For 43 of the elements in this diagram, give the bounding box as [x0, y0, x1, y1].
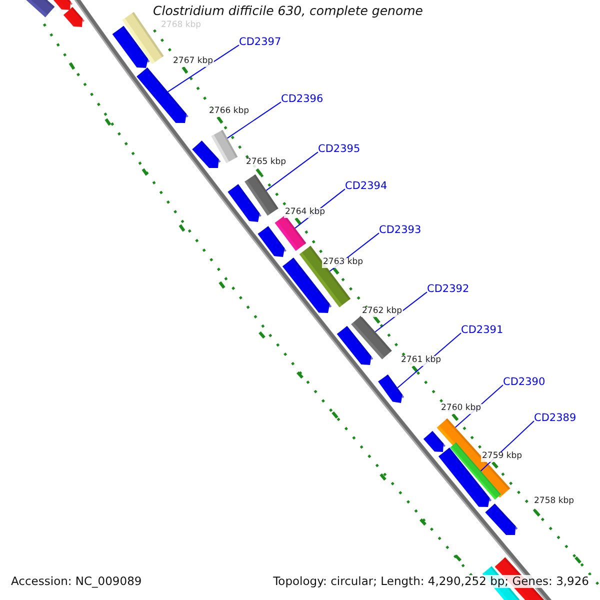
leader-line	[167, 44, 240, 92]
gene-label: CD2393	[379, 224, 422, 236]
title: Clostridium difficile 630, complete genome	[153, 4, 423, 18]
scale-label: 2760 kbp	[440, 404, 482, 414]
gene-label: CD2390	[503, 376, 546, 388]
gene-bar	[244, 174, 278, 216]
accession-text: Accession: NC_009089	[10, 575, 143, 588]
leader-line	[226, 102, 282, 139]
scale-label: 2766 kbp	[208, 107, 250, 117]
scale-label: 2758 kbp	[533, 497, 576, 507]
gene-label: CD2394	[345, 180, 388, 192]
gene-bar	[25, 0, 55, 18]
gene-block	[485, 504, 518, 536]
gene-block	[228, 184, 262, 222]
gene-block	[424, 431, 446, 452]
gene-block	[53, 0, 73, 10]
scale-label: 2761 kbp	[400, 356, 442, 366]
gene-label: CD2395	[318, 143, 360, 156]
scale-label: 2765 kbp	[245, 158, 288, 168]
gene-block	[378, 374, 404, 403]
gene-block	[112, 26, 150, 68]
leader-line	[374, 292, 428, 332]
gene-block	[192, 140, 221, 168]
gene-block	[336, 326, 374, 365]
gene-label: CD2396	[281, 93, 324, 106]
scale-label: 2762 kbp	[361, 307, 404, 317]
gene-bar	[351, 316, 392, 360]
scale-label: 2767 kbp	[172, 57, 214, 67]
scale-label: 2763 kbp	[322, 258, 364, 268]
gene-bar	[211, 130, 238, 164]
scale-label: 2764 kbp	[284, 208, 326, 218]
gene-block	[63, 7, 85, 27]
gene-label: CD2392	[427, 283, 470, 296]
gene-block	[258, 226, 286, 257]
gene-label: CD2397	[239, 36, 282, 48]
genome-info-text: Topology: circular; Length: 4,290,252 bp; Genes: 3,926	[272, 575, 590, 588]
leader-line	[266, 152, 318, 191]
gene-label: CD2389	[534, 412, 576, 424]
gene-label: CD2391	[461, 324, 504, 336]
gene-bar	[450, 442, 502, 500]
scale-label: 2759 kbp	[481, 452, 524, 462]
gene-block	[136, 68, 188, 123]
gene-bar	[274, 215, 306, 251]
